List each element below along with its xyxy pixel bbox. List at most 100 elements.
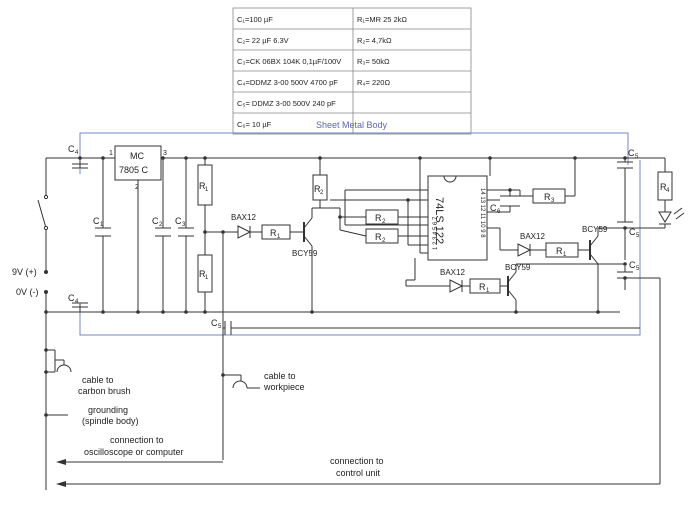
label-0v: 0V (-)	[16, 287, 39, 297]
transistor-bcy59-1: BCY59	[292, 217, 318, 258]
svg-text:1: 1	[486, 288, 490, 294]
svg-text:BAX12: BAX12	[440, 268, 465, 277]
resistor-r1-top: R 1	[197, 164, 213, 206]
svg-text:4: 4	[75, 150, 79, 156]
capacitor-c6: C 6	[490, 195, 520, 215]
resistor-r1-horizontal-2: R 1	[469, 278, 501, 294]
resistor-r2-vertical: R 2	[312, 174, 328, 201]
table-cell: C₄=DDMZ 3-00 500V 4700 pF	[237, 78, 338, 87]
svg-text:6: 6	[497, 209, 501, 215]
led-indicator	[658, 207, 685, 225]
svg-text:BCY59: BCY59	[505, 263, 531, 272]
capacitor-c5-middle: C 5	[211, 318, 232, 335]
svg-text:5: 5	[218, 324, 222, 330]
svg-text:3: 3	[163, 150, 167, 157]
svg-text:1: 1	[100, 222, 104, 228]
svg-text:3: 3	[551, 198, 555, 204]
capacitor-c5-right-1: C 5	[617, 148, 639, 169]
table-cell: C₃=CK 06BX 104K 0,1µF/100V	[237, 57, 341, 66]
svg-text:connection to: connection to	[330, 456, 384, 466]
svg-text:74LS 122: 74LS 122	[433, 197, 445, 244]
connector-carbon-brush	[54, 350, 72, 373]
svg-text:1: 1	[277, 234, 281, 240]
arrow-control	[56, 481, 66, 487]
capacitor-c5-right-3: C 5	[617, 260, 640, 279]
resistor-r4: R 4	[657, 171, 673, 201]
svg-text:2: 2	[159, 222, 163, 228]
svg-text:5: 5	[635, 154, 639, 160]
svg-text:C: C	[93, 216, 100, 226]
svg-text:R: R	[375, 213, 382, 223]
c4-top-label: C	[68, 144, 75, 154]
svg-text:R: R	[556, 246, 563, 256]
svg-text:R: R	[660, 182, 667, 192]
capacitor-c5-right-2: C 5	[617, 221, 640, 239]
svg-text:C: C	[629, 227, 636, 237]
label-9v: 9V (+)	[12, 267, 37, 277]
capacitor-c4-top: C 4	[68, 144, 88, 174]
table-cells: C₁=100 µF R₁=MR 25 2kΩ C₂= 22 µF 6.3V R₂…	[237, 15, 407, 129]
resistor-r1-horizontal-3: R 1	[545, 242, 579, 258]
svg-text:2: 2	[135, 184, 139, 191]
svg-text:MC: MC	[130, 151, 144, 161]
svg-text:1: 1	[109, 150, 113, 157]
arrow-osc	[56, 459, 66, 465]
svg-text:BCY59: BCY59	[582, 225, 608, 234]
diode-bax12-3: BAX12	[517, 232, 545, 257]
annotations: cable to carbon brush grounding (spindle…	[78, 371, 384, 478]
svg-text:C: C	[175, 216, 182, 226]
svg-text:R: R	[375, 232, 382, 242]
table-cell: C₅= DDMZ 3-00 500V 240 pF	[237, 99, 336, 108]
svg-text:R: R	[199, 269, 206, 279]
svg-text:4: 4	[75, 299, 79, 305]
sheet-metal-body: Sheet Metal Body	[79, 120, 641, 336]
svg-text:C: C	[211, 318, 218, 328]
svg-text:R: R	[270, 228, 277, 238]
svg-text:5: 5	[636, 266, 640, 272]
resistor-r2-upper: R 2	[365, 209, 399, 225]
svg-text:grounding: grounding	[88, 405, 128, 415]
svg-text:BAX12: BAX12	[520, 232, 545, 241]
svg-text:BAX12: BAX12	[231, 213, 256, 222]
c4-bottom-label: C	[68, 293, 75, 303]
svg-text:oscilloscope or computer: oscilloscope or computer	[84, 447, 184, 457]
transistor-bcy59-3: BCY59	[582, 225, 608, 265]
svg-text:C: C	[628, 148, 635, 158]
table-cell: R₁=MR 25 2kΩ	[357, 15, 407, 24]
diode-bax12-2: BAX12	[440, 268, 465, 293]
svg-text:connection to: connection to	[110, 435, 164, 445]
capacitor-c3: C 3	[175, 216, 194, 237]
connector-workpiece	[232, 375, 260, 389]
resistor-r2-lower: R 2	[365, 228, 399, 244]
svg-text:R: R	[199, 181, 206, 191]
svg-text:C: C	[490, 203, 497, 213]
svg-text:1: 1	[205, 187, 209, 193]
component-table: C₁=100 µF R₁=MR 25 2kΩ C₂= 22 µF 6.3V R₂…	[232, 7, 472, 135]
diode-bax12-1: BAX12	[231, 213, 256, 239]
svg-text:R: R	[544, 192, 551, 202]
svg-text:7805 C: 7805 C	[119, 165, 149, 175]
svg-text:5: 5	[636, 233, 640, 239]
table-cell: C₁=100 µF	[237, 15, 273, 24]
svg-text:4: 4	[666, 188, 670, 194]
svg-text:control unit: control unit	[336, 468, 381, 478]
sheet-metal-label: Sheet Metal Body	[316, 120, 388, 130]
capacitor-c2: C 2	[152, 216, 171, 237]
transistor-bcy59-2: BCY59	[505, 263, 531, 301]
svg-text:1 2 3 4 5 6 7: 1 2 3 4 5 6 7	[433, 216, 439, 250]
svg-text:BCY59: BCY59	[292, 249, 318, 258]
svg-text:R: R	[314, 184, 321, 194]
svg-text:carbon brush: carbon brush	[78, 386, 131, 396]
svg-text:2: 2	[320, 190, 324, 196]
svg-text:1: 1	[563, 252, 567, 258]
table-cell: R₃= 50kΩ	[357, 57, 390, 66]
svg-text:(spindle body): (spindle body)	[82, 416, 139, 426]
svg-text:cable to: cable to	[264, 371, 296, 381]
power-switch	[37, 194, 49, 231]
svg-text:3: 3	[182, 222, 186, 228]
table-cell: R₂= 4,7kΩ	[357, 36, 392, 45]
voltage-regulator: MC 7805 C 1 3 2	[109, 145, 167, 191]
svg-text:14 13 12 11 10 9 8: 14 13 12 11 10 9 8	[479, 188, 485, 238]
